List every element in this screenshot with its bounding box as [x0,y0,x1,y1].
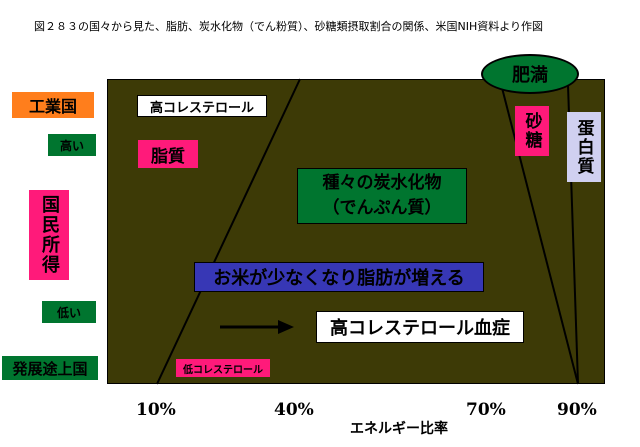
developing-country-label: 発展途上国 [2,356,98,380]
carbohydrate-label: 種々の炭水化物 （でんぷん質） [297,168,467,224]
high-cholesterol-label: 高コレステロール [137,95,267,117]
low-cholesterol-label: 低コレステロール [176,359,270,377]
x-axis-label: エネルギー比率 [350,421,448,437]
right-arrow-icon [220,320,294,334]
hyperlipidemia-label: 高コレステロール血症 [316,311,524,343]
income-high-label: 高い [48,134,96,156]
income-low-label: 低い [42,301,96,323]
national-income-label: 国民所得 [29,190,69,280]
tick-40: 40% [274,400,314,420]
trend-label: お米が少なくなり脂肪が増える [194,262,484,292]
developed-country-label: 工業国 [12,92,94,118]
protein-label: 蛋白質 [567,112,601,182]
fat-label: 脂質 [138,140,198,168]
tick-70: 70% [466,400,506,420]
obesity-label: 肥満 [481,54,579,94]
sugar-label: 砂糖 [515,106,549,156]
tick-10: 10% [136,400,176,420]
figure-title: 図２８３の国々から見た、脂肪、炭水化物（でん粉質）、砂糖類摂取割合の関係、米国N… [34,20,544,33]
tick-90: 90% [557,400,597,420]
